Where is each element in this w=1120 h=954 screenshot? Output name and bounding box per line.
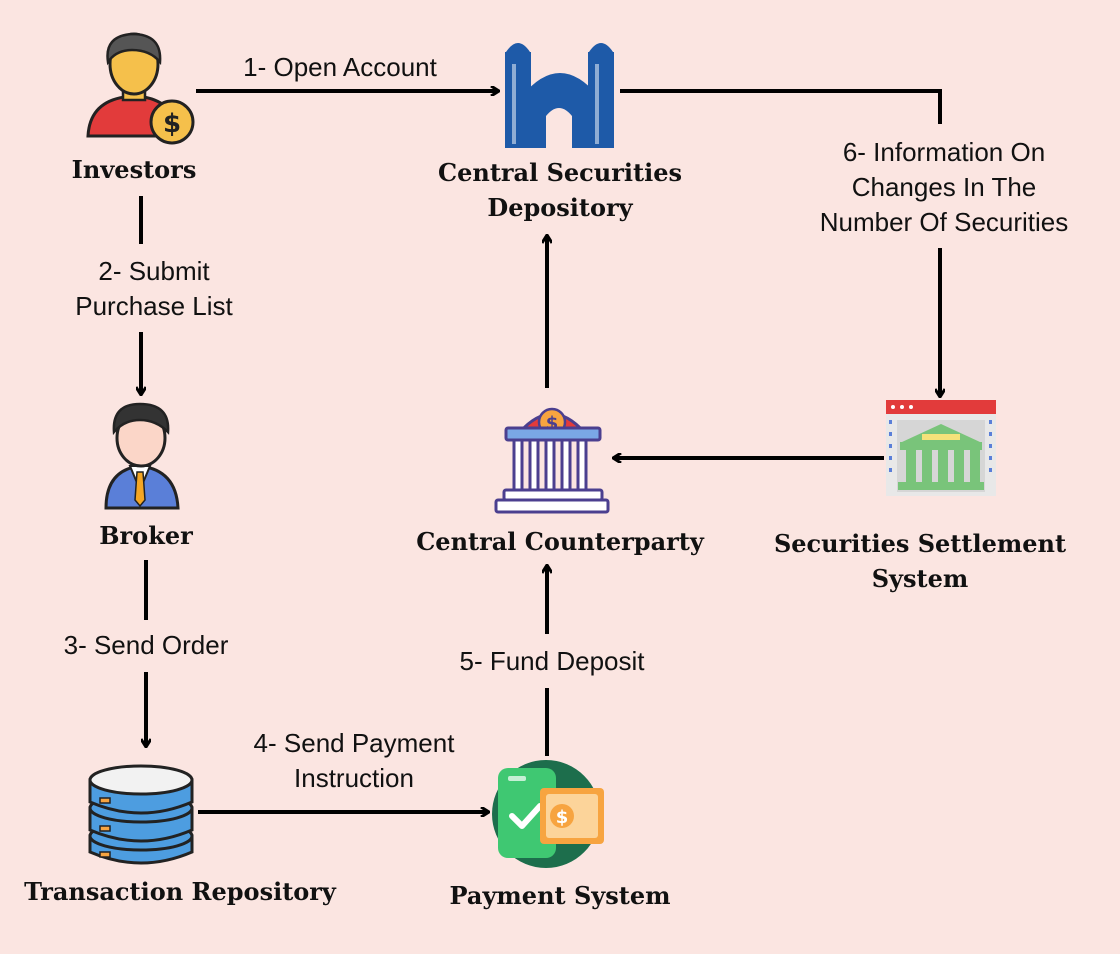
csd-title: Central Securities Depository: [420, 155, 700, 225]
settlement-window-icon: [886, 400, 996, 496]
csd-title-line2: Depository: [487, 193, 633, 222]
edge-label-submit-purchase-list: 2- Submit Purchase List: [44, 254, 264, 324]
broker-person-icon: [104, 402, 180, 510]
bank-building-icon: $: [494, 407, 610, 514]
edge-label-info-line1: 6- Information On: [842, 137, 1046, 167]
edge-label-information-changes: 6- Information On Changes In The Number …: [794, 135, 1094, 240]
edge-label-submit-line1: 2- Submit: [98, 256, 210, 286]
edge-label-send-payment-instruction: 4- Send Payment Instruction: [224, 726, 484, 796]
sss-title: Securities Settlement System: [770, 526, 1070, 596]
edge-information-line-top: [620, 89, 942, 124]
svg-text:$: $: [163, 109, 181, 139]
edge-label-payment-line1: 4- Send Payment: [253, 728, 455, 758]
connectors: [141, 91, 940, 812]
payment-phone-icon: $: [492, 760, 604, 868]
broker-title: Broker: [99, 521, 193, 550]
edge-label-send-order: 3- Send Order: [63, 630, 229, 660]
edge-label-fund-deposit: 5- Fund Deposit: [459, 646, 645, 676]
investors-title: Investors: [71, 155, 197, 184]
edge-label-open-account: 1- Open Account: [243, 52, 437, 82]
repository-title: Transaction Repository: [24, 877, 336, 906]
database-icon: [88, 764, 194, 865]
edge-label-info-line3: Number Of Securities: [819, 207, 1069, 237]
edge-label-submit-line2: Purchase List: [75, 291, 233, 321]
edge-label-info-line2: Changes In The: [851, 172, 1037, 202]
sss-title-line1: Securities Settlement: [773, 529, 1067, 558]
ccp-title: Central Counterparty: [416, 527, 704, 556]
sss-title-line2: System: [871, 564, 969, 593]
csd-title-line1: Central Securities: [438, 158, 682, 187]
payment-title: Payment System: [449, 881, 671, 910]
investor-person-icon: $: [86, 32, 195, 145]
edge-label-payment-line2: Instruction: [294, 763, 414, 793]
svg-text:$: $: [556, 807, 569, 828]
depository-building-icon: [505, 43, 614, 148]
